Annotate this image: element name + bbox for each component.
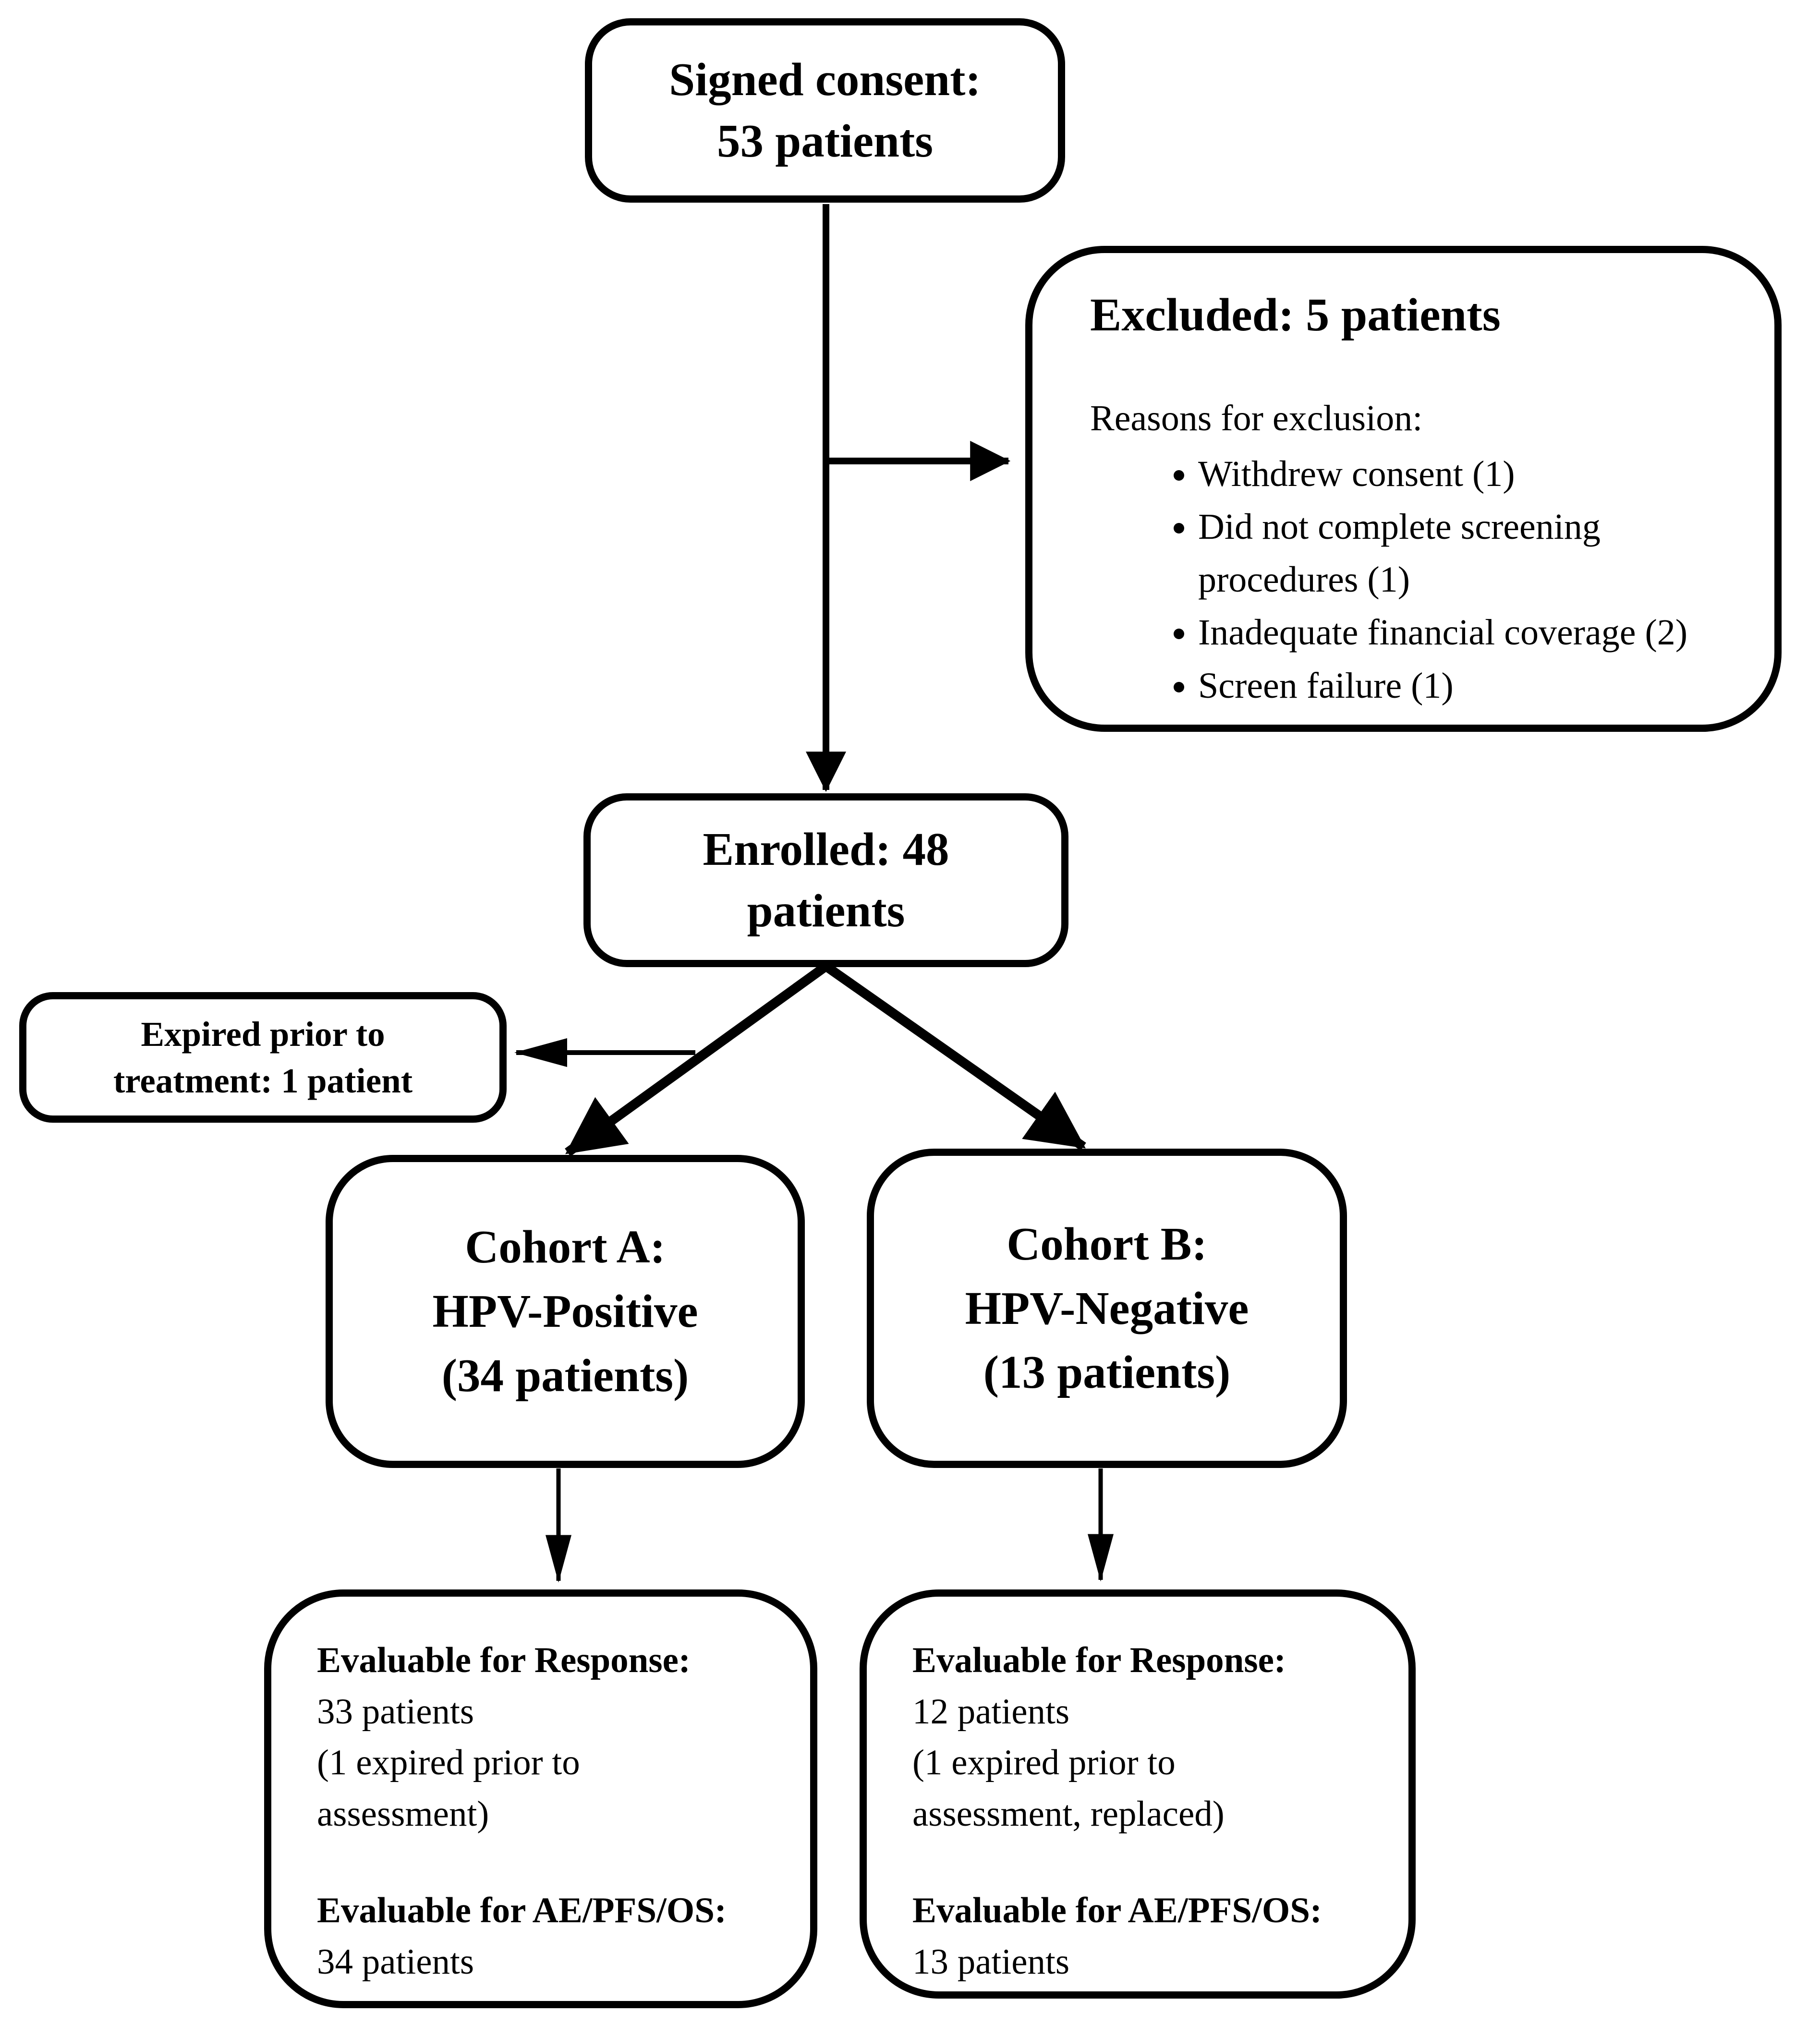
ae-pfs-os-label: Evaluable for AE/PFS/OS: — [912, 1891, 1322, 1930]
response-count: 33 patients — [317, 1691, 474, 1732]
enrolled-line-1: Enrolled: 48 — [703, 823, 949, 875]
response-note-line-1: (1 expired prior to — [912, 1743, 1176, 1782]
signed-consent-line-1: Signed consent: — [669, 53, 981, 105]
expired-prior-to-treatment-box: Expired prior to treatment: 1 patient — [19, 992, 507, 1123]
excluded-title: Excluded: 5 patients — [1090, 289, 1501, 341]
exclusion-reason: Did not complete screening procedures (1… — [1198, 500, 1753, 606]
ae-pfs-os-count: 34 patients — [317, 1941, 474, 1982]
arrow-enrolled-to-cohort-b — [823, 962, 1086, 1151]
excluded-box: Excluded: 5 patients Reasons for exclusi… — [1025, 246, 1782, 732]
response-note-line-2: assessment, replaced) — [912, 1794, 1225, 1834]
ae-pfs-os-count: 13 patients — [912, 1941, 1070, 1982]
exclusion-reasons-list: Withdrew consent (1) Did not complete sc… — [1090, 448, 1753, 712]
spacer — [317, 1840, 791, 1885]
cohort-a-box: Cohort A: HPV-Positive (34 patients) — [326, 1155, 805, 1468]
cohort-a-line-1: Cohort A: — [465, 1221, 666, 1273]
response-label: Evaluable for Response: — [317, 1640, 691, 1680]
cohort-a-line-3: (34 patients) — [441, 1349, 689, 1401]
cohort-a-outcomes-box: Evaluable for Response: 33 patients (1 e… — [264, 1589, 817, 2008]
ae-pfs-os-label: Evaluable for AE/PFS/OS: — [317, 1891, 727, 1930]
cohort-b-line-2: HPV-Negative — [965, 1282, 1249, 1334]
enrolled-box: Enrolled: 48 patients — [583, 793, 1068, 967]
expired-line-2: treatment: 1 patient — [113, 1061, 413, 1100]
response-count: 12 patients — [912, 1691, 1070, 1732]
cohort-b-box: Cohort B: HPV-Negative (13 patients) — [867, 1149, 1347, 1468]
response-label: Evaluable for Response: — [912, 1640, 1286, 1680]
expired-line-1: Expired prior to — [141, 1014, 385, 1054]
enrolled-line-2: patients — [747, 885, 905, 936]
cohort-a-line-2: HPV-Positive — [432, 1285, 698, 1337]
response-note-line-1: (1 expired prior to — [317, 1743, 580, 1782]
exclusion-reason: Withdrew consent (1) — [1198, 448, 1753, 500]
response-note-line-2: assessment) — [317, 1794, 489, 1834]
spacer — [912, 1840, 1389, 1885]
exclusion-reasons-label: Reasons for exclusion: — [1090, 398, 1423, 438]
arrow-enrolled-to-cohort-a — [565, 962, 829, 1157]
signed-consent-line-2: 53 patients — [717, 115, 933, 167]
exclusion-reason: Inadequate financial coverage (2) — [1198, 606, 1753, 659]
cohort-b-outcomes-box: Evaluable for Response: 12 patients (1 e… — [860, 1589, 1416, 1999]
cohort-b-line-1: Cohort B: — [1007, 1218, 1207, 1270]
exclusion-reason: Screen failure (1) — [1198, 659, 1753, 712]
signed-consent-box: Signed consent: 53 patients — [585, 18, 1065, 203]
cohort-b-line-3: (13 patients) — [983, 1346, 1231, 1398]
